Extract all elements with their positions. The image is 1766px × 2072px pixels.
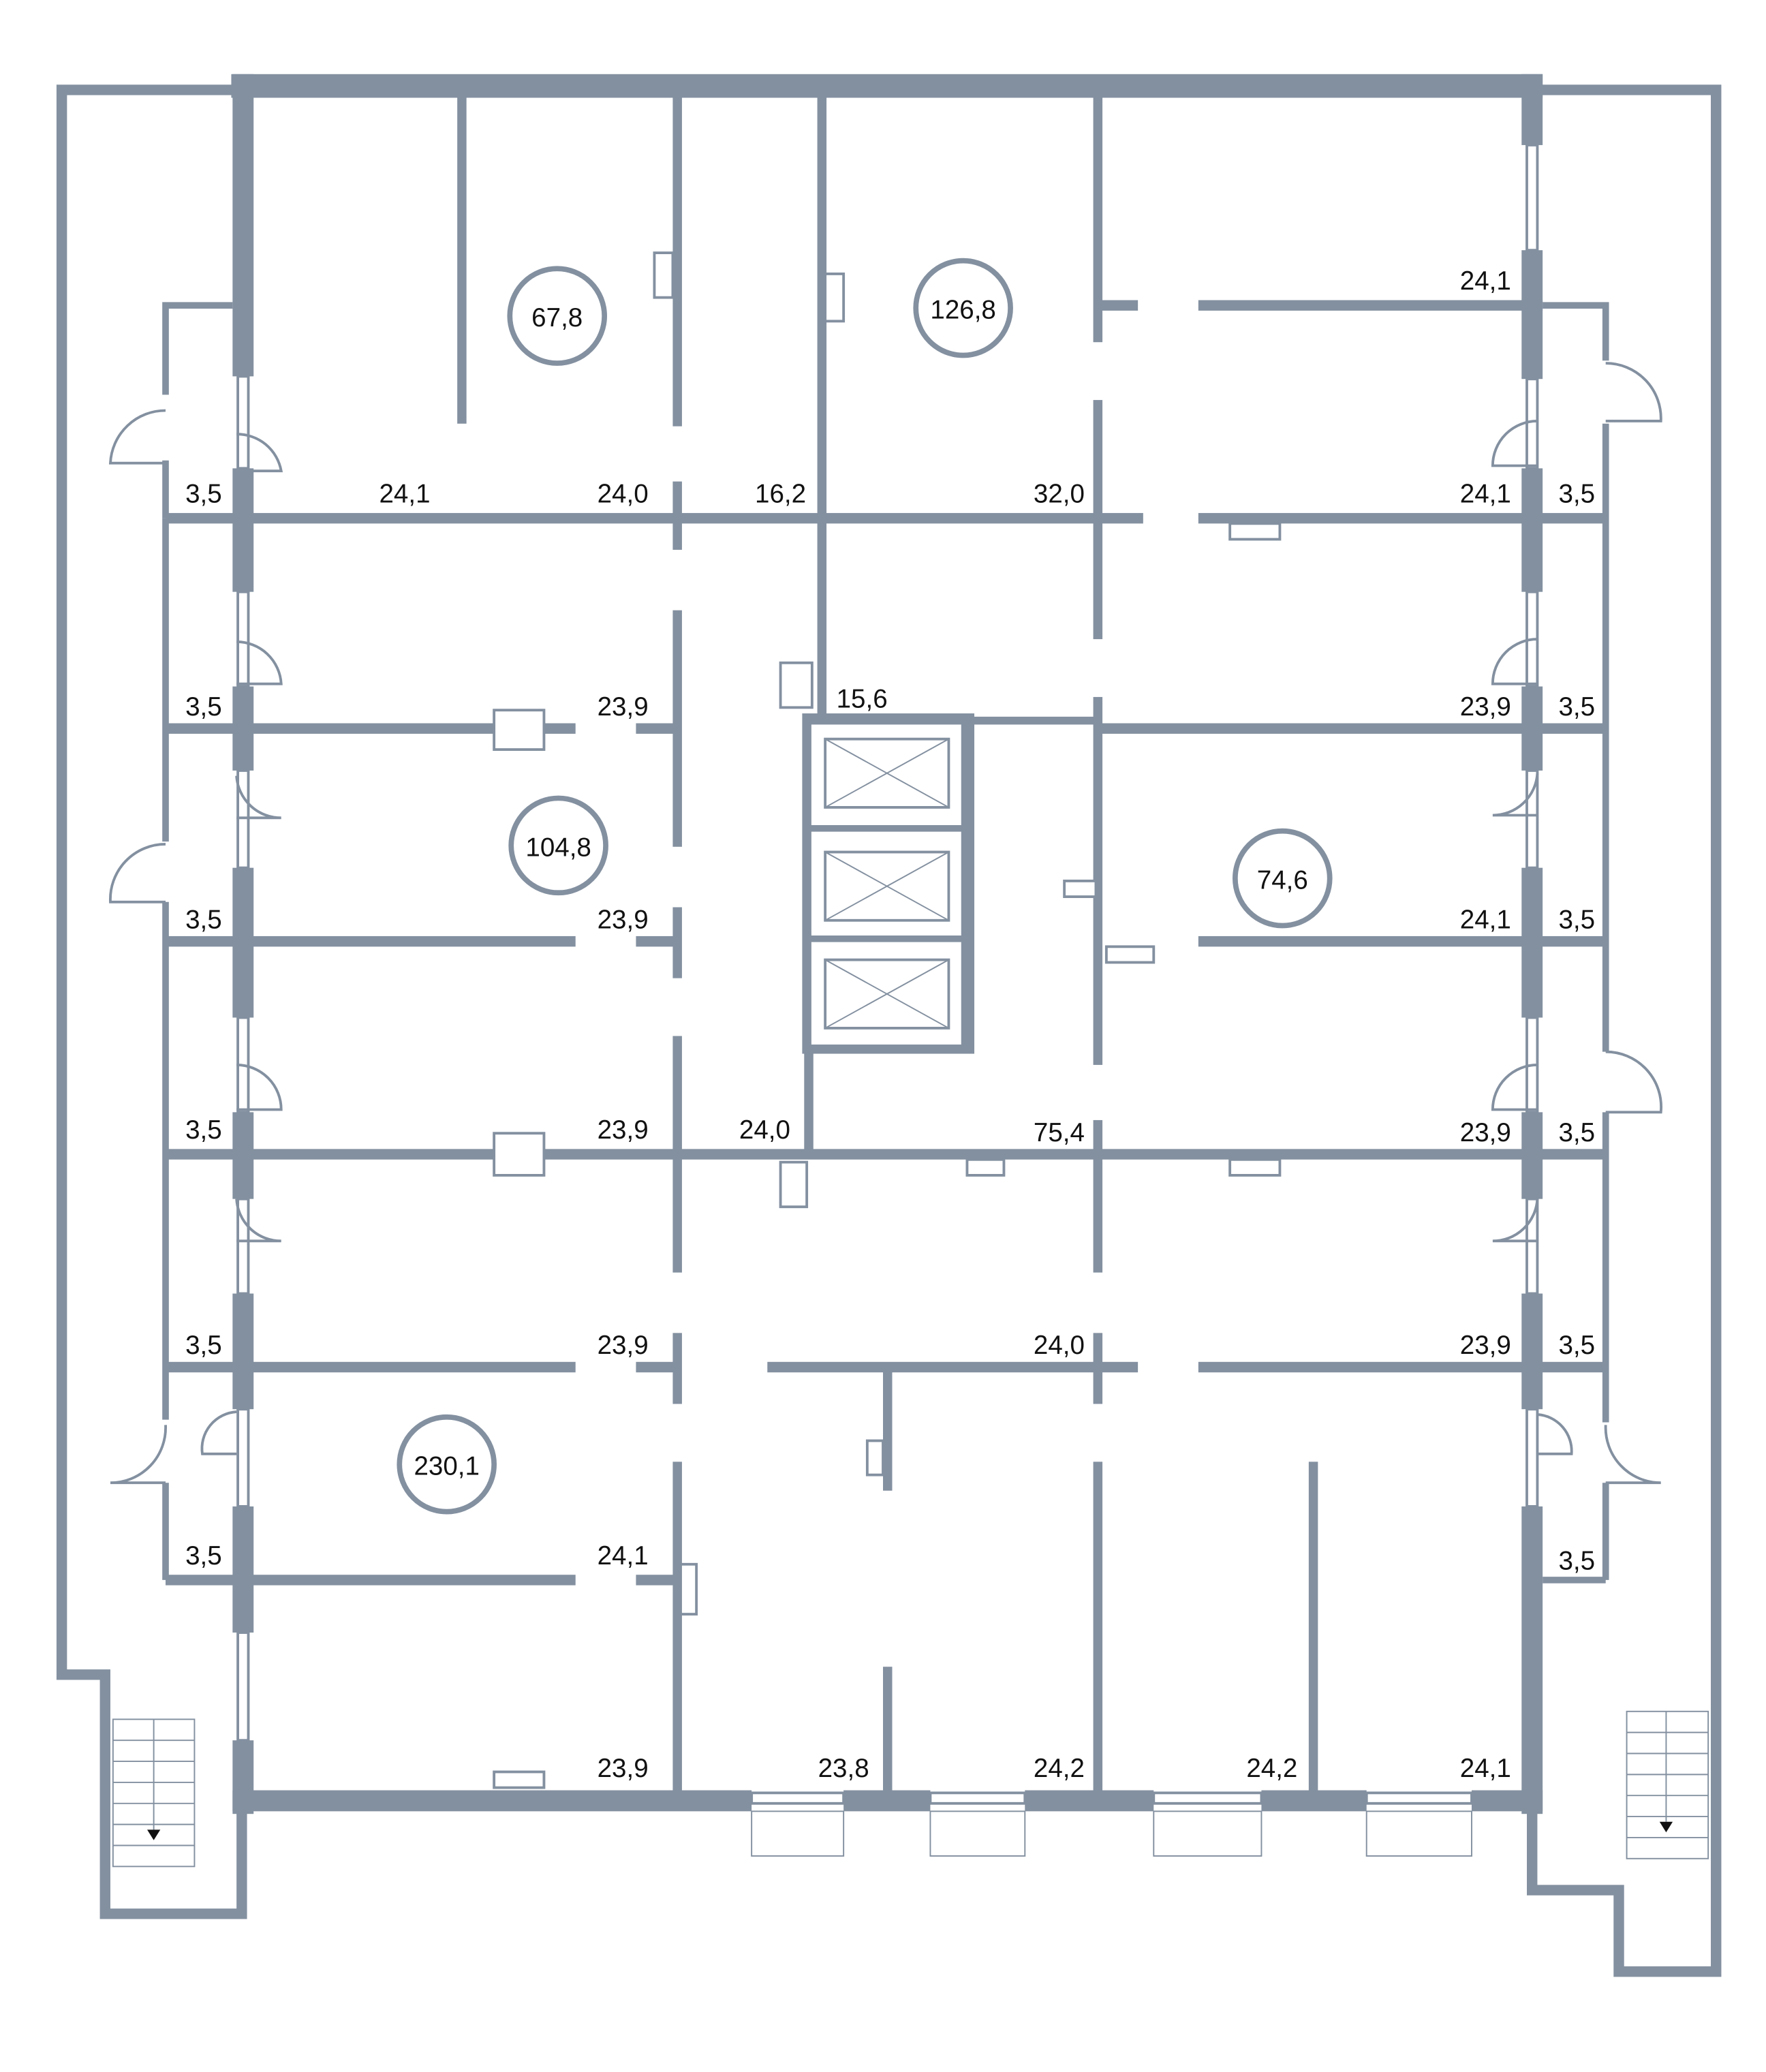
room-area-label: 24,0: [739, 1115, 790, 1145]
room-area-label: 15,6: [837, 684, 888, 713]
room-area-label: 32,0: [1034, 480, 1085, 509]
room-area-label: 23,9: [598, 1754, 649, 1783]
room-area-label: 23,9: [1460, 1331, 1511, 1360]
shaft-1: [824, 737, 950, 809]
room-area-label: 24,0: [598, 480, 649, 509]
room-area-label: 24,1: [1460, 1754, 1511, 1783]
room-area-label: 23,9: [1460, 1118, 1511, 1147]
room-area-label: 16,2: [755, 480, 806, 509]
windows: [236, 144, 1539, 1805]
balcony-area-label: 3,5: [185, 905, 222, 934]
balcony-area-label: 3,5: [1558, 1331, 1595, 1360]
right-gallery-outline: [1527, 84, 1722, 1977]
right-stair: [1626, 1710, 1709, 1859]
balcony-area-label: 3,5: [185, 692, 222, 722]
balcony-area-label: 3,5: [1558, 692, 1595, 722]
unit-area-label: 230,1: [414, 1452, 480, 1481]
unit-badge: 74,6: [1233, 828, 1333, 929]
balcony-area-label: 3,5: [185, 480, 222, 509]
unit-area-label: 74,6: [1257, 866, 1308, 895]
balcony-area-label: 3,5: [1558, 1118, 1595, 1147]
unit-badge: 104,8: [508, 795, 608, 896]
left-stair: [112, 1718, 196, 1868]
unit-badge: 126,8: [913, 258, 1013, 358]
unit-badge: 230,1: [397, 1414, 497, 1515]
room-area-label: 23,9: [598, 692, 649, 722]
room-area-label: 24,1: [379, 480, 430, 509]
door-swings: [108, 362, 1663, 1485]
balcony-area-label: 3,5: [1558, 905, 1595, 934]
room-area-labels: 24,1 24,1 24,0 16,2 32,0 24,1 15,6 23,9 …: [379, 266, 1511, 1783]
balcony-area-label: 3,5: [185, 1115, 222, 1145]
left-balconies: [162, 302, 233, 1583]
bay-frames: [751, 1810, 1472, 1857]
room-area-label: 23,8: [818, 1754, 869, 1783]
room-area-label: 24,2: [1246, 1754, 1297, 1783]
room-area-label: 24,0: [1034, 1331, 1085, 1360]
room-area-label: 23,9: [598, 1331, 649, 1360]
room-area-label: 23,9: [1460, 692, 1511, 722]
stair-arrow-icon: [1659, 1821, 1673, 1833]
balcony-area-label: 3,5: [1558, 1547, 1595, 1576]
unit-area-label: 104,8: [525, 833, 591, 862]
balcony-area-label: 3,5: [185, 1331, 222, 1360]
unit-badge: 67,8: [507, 266, 608, 366]
room-area-label: 24,1: [598, 1541, 649, 1571]
fixtures: [493, 251, 1282, 1789]
balcony-area-labels: 3,5 3,5 3,5 3,5 3,5 3,5 3,5 3,5 3,5 3,5 …: [185, 480, 1595, 1576]
stair-arrow-icon: [147, 1829, 161, 1840]
unit-area-label: 67,8: [531, 303, 583, 333]
vertical-walls: [457, 97, 1318, 1791]
unit-area-label: 126,8: [930, 296, 996, 325]
room-area-label: 24,2: [1034, 1754, 1085, 1783]
balcony-area-label: 3,5: [1558, 480, 1595, 509]
room-area-label: 24,1: [1460, 905, 1511, 934]
room-area-label: 24,1: [1460, 266, 1511, 296]
room-area-label: 23,9: [598, 905, 649, 934]
room-area-label: 23,9: [598, 1115, 649, 1145]
shaft-2: [824, 850, 950, 922]
room-area-label: 24,1: [1460, 480, 1511, 509]
shaft-3: [824, 958, 950, 1030]
left-gallery-outline: [56, 84, 247, 1919]
balcony-area-label: 3,5: [185, 1541, 222, 1571]
room-area-label: 75,4: [1034, 1118, 1085, 1147]
elevator-core: [802, 713, 975, 1054]
